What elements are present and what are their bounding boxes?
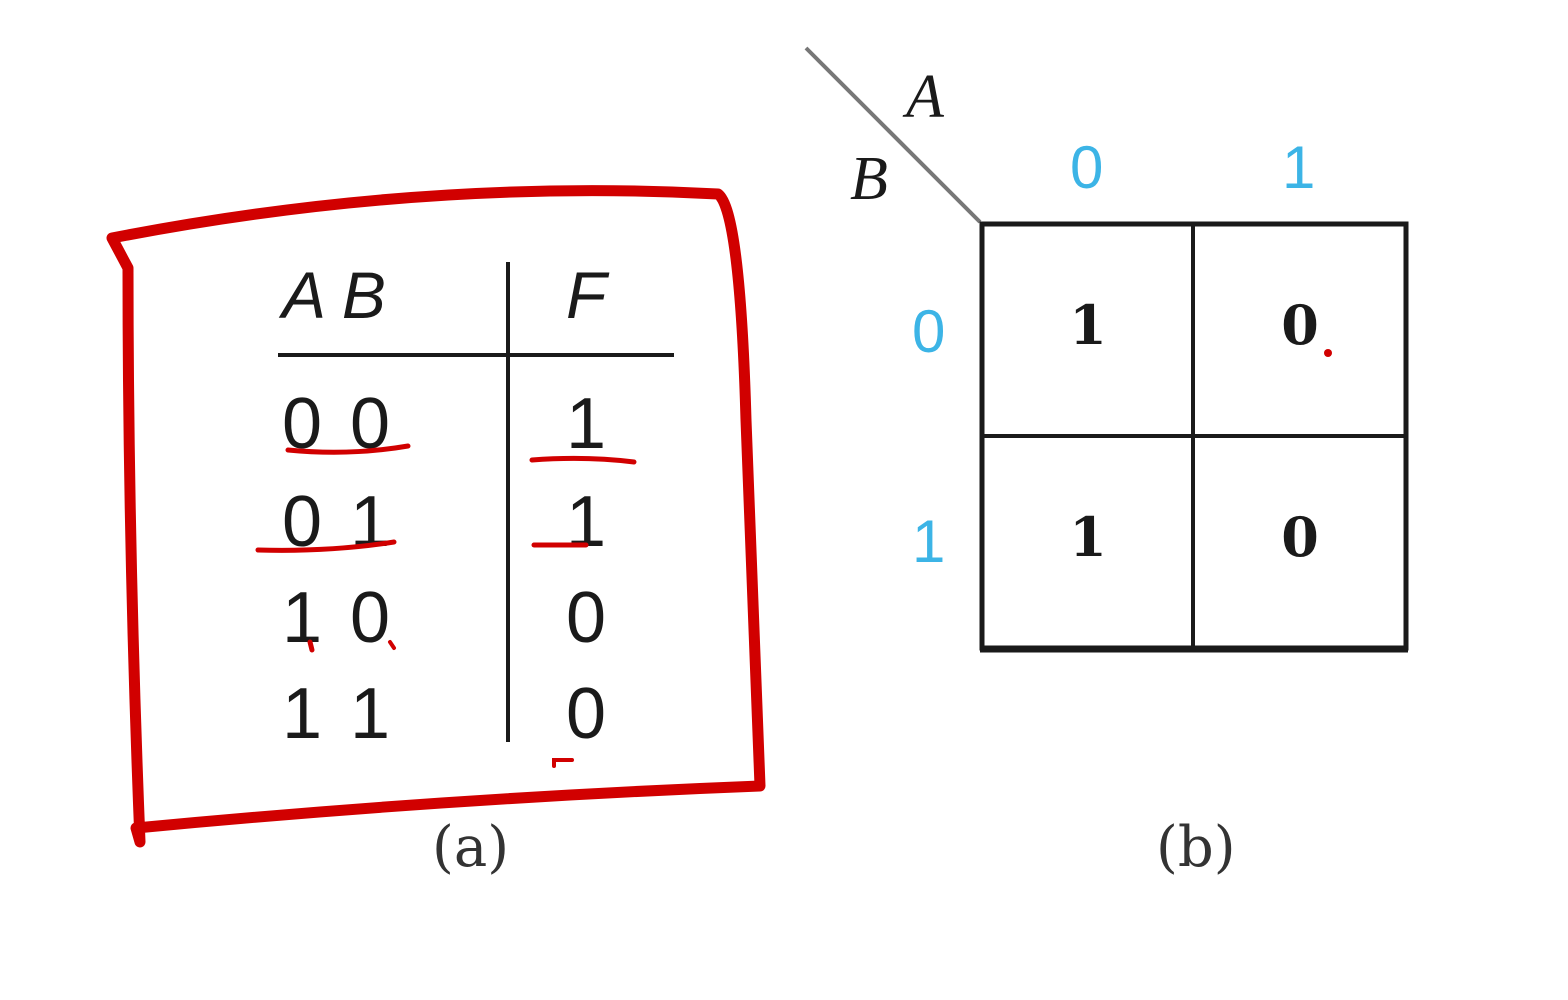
- kmap-column-variable: A: [906, 63, 944, 131]
- kmap-cell: 0: [1281, 293, 1319, 357]
- annotation-underline: [255, 539, 397, 553]
- kmap-diagonal: [804, 46, 982, 224]
- kmap-column-value: 1: [1282, 134, 1316, 201]
- truth-table-header-inputs: A B: [282, 258, 386, 332]
- kmap-cell: 1: [1069, 505, 1107, 569]
- truth-table-row-inputs: 0 0: [282, 384, 395, 464]
- caption-b: (b): [1156, 815, 1236, 880]
- annotation-tick: [388, 640, 396, 650]
- truth-table-row-output: 1: [566, 384, 611, 464]
- kmap-row-value: 0: [912, 298, 946, 365]
- truth-table-row-output: 0: [566, 674, 611, 754]
- annotation-dot: [1324, 349, 1332, 357]
- kmap-cell: 0: [1281, 505, 1319, 569]
- truth-table-row-output: 0: [566, 578, 611, 658]
- annotation-tick: [552, 758, 574, 768]
- kmap-cell: 1: [1069, 293, 1107, 357]
- annotation-box: [106, 185, 766, 848]
- annotation-tick: [307, 639, 315, 653]
- truth-table-row-inputs: 1 1: [282, 674, 395, 754]
- kmap-row-value: 1: [912, 508, 946, 575]
- annotation-underline: [285, 443, 411, 455]
- truth-table-header-output: F: [566, 258, 607, 332]
- truth-table-row-inputs: 1 0: [282, 578, 395, 658]
- annotation-underline: [529, 455, 637, 465]
- kmap-row-variable: B: [850, 145, 888, 213]
- caption-a: (a): [432, 815, 510, 880]
- kmap-column-value: 0: [1070, 134, 1104, 201]
